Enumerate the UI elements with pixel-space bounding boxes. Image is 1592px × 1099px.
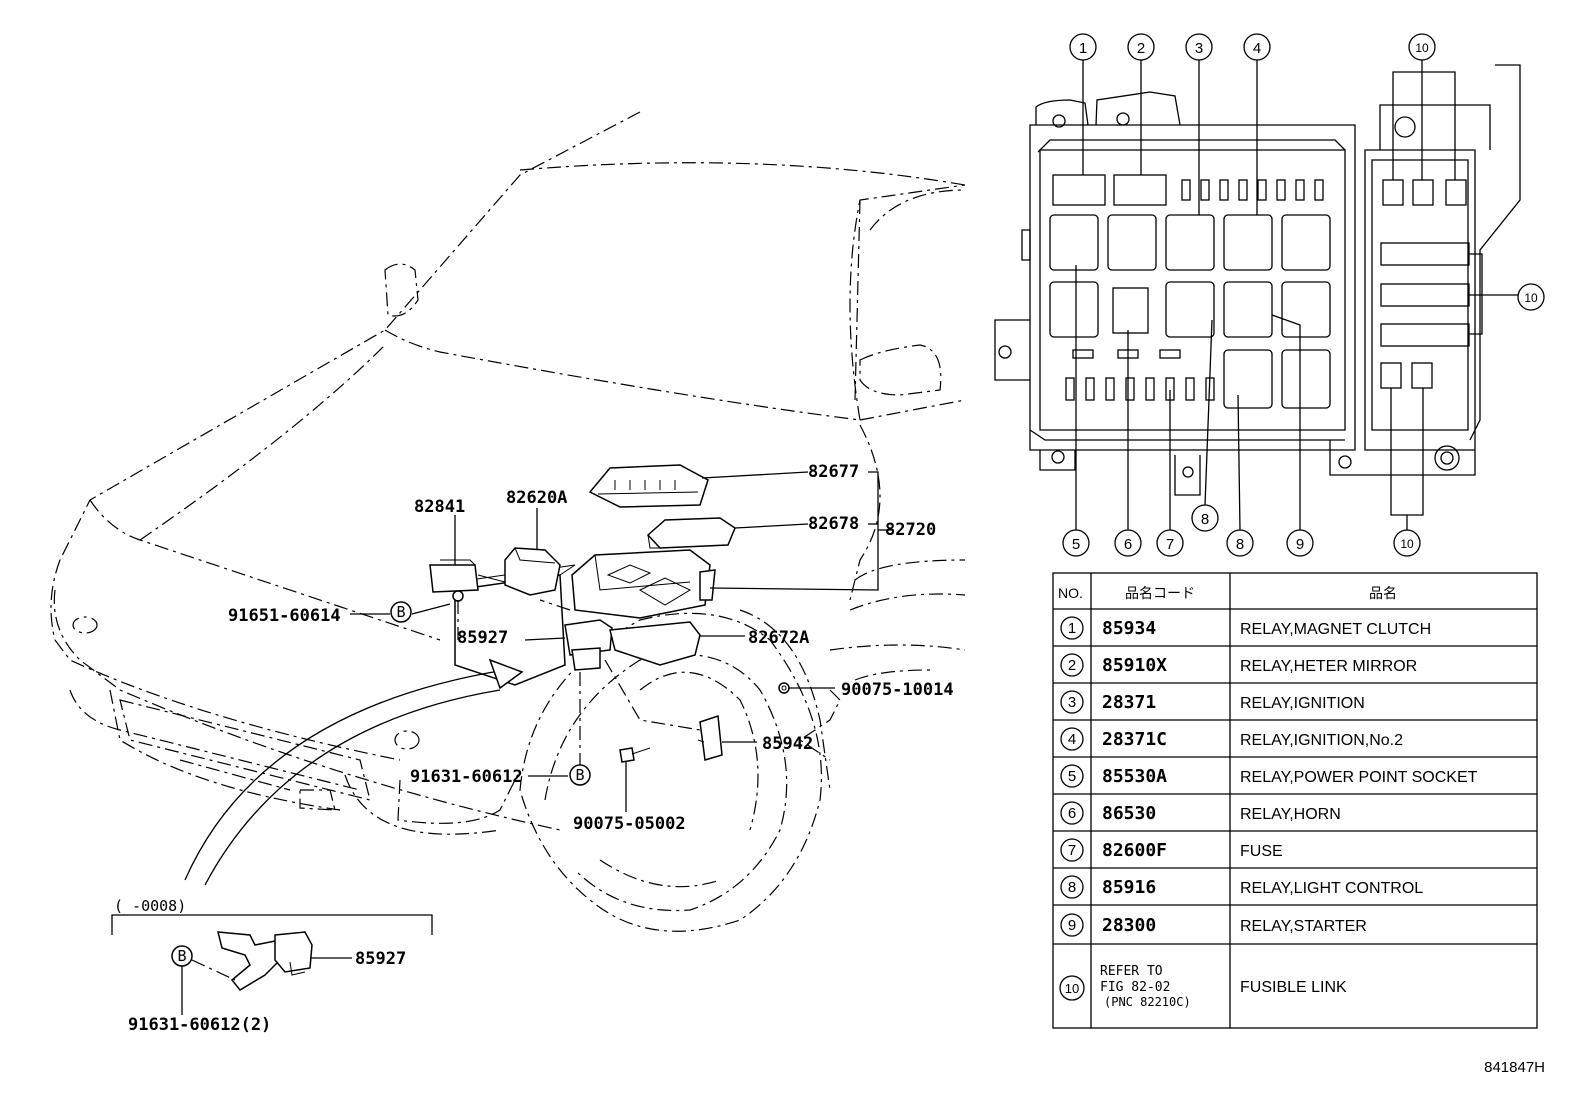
inset-label-85927: 85927 bbox=[355, 949, 406, 969]
bracket-82620A bbox=[504, 547, 561, 596]
label-82672A: 82672A bbox=[748, 628, 809, 648]
row-6-no: 6 bbox=[1068, 805, 1076, 822]
box-num-8-mid: 8 bbox=[1201, 511, 1209, 528]
row-2-name: RELAY,HETER MIRROR bbox=[1240, 658, 1417, 675]
row-10-code-line-1: REFER TO bbox=[1100, 964, 1163, 979]
engine-parts bbox=[184, 464, 790, 886]
row-1-no: 1 bbox=[1068, 620, 1076, 637]
row-9-no: 9 bbox=[1068, 917, 1076, 934]
box-num-1: 1 bbox=[1079, 40, 1087, 57]
row-3-code: 28371 bbox=[1102, 692, 1156, 713]
box-num-10-bottom: 10 bbox=[1400, 537, 1414, 551]
row-7-code: 82600F bbox=[1102, 840, 1167, 861]
relay-85942 bbox=[699, 714, 723, 761]
label-85927: 85927 bbox=[457, 628, 508, 648]
box-num-10-top: 10 bbox=[1415, 41, 1429, 55]
relay-82841 bbox=[429, 564, 479, 593]
box-num-9: 9 bbox=[1296, 536, 1304, 553]
row-3-name: RELAY,IGNITION bbox=[1240, 695, 1365, 712]
label-82841: 82841 bbox=[414, 497, 465, 517]
label-82678: 82678 bbox=[808, 514, 859, 534]
row-1-name: RELAY,MAGNET CLUTCH bbox=[1240, 621, 1431, 638]
label-90075-05002: 90075-05002 bbox=[573, 814, 686, 834]
cover-82677 bbox=[588, 464, 709, 508]
row-5-name: RELAY,POWER POINT SOCKET bbox=[1240, 769, 1478, 786]
row-10-code-line-3: (PNC 82210C) bbox=[1104, 995, 1191, 1009]
label-91651-60614: 91651-60614 bbox=[228, 606, 341, 626]
inset-label-91631: 91631-60612(2) bbox=[128, 1015, 271, 1035]
inset-variant: ( -0008) B 85927 91631-60612(2) bbox=[111, 897, 433, 1035]
callout-leaders bbox=[350, 471, 893, 812]
row-4-no: 4 bbox=[1068, 731, 1076, 748]
box-numbers-bottom: 5 6 7 8 9 10 8 10 bbox=[1062, 283, 1545, 557]
cover-82678 bbox=[646, 517, 736, 549]
table-header-no: NO. bbox=[1058, 585, 1083, 601]
row-3-no: 3 bbox=[1068, 694, 1076, 711]
box-numbers-top: 1 2 3 4 10 bbox=[1069, 33, 1436, 61]
marker-b-2: B bbox=[575, 766, 584, 784]
row-8-no: 8 bbox=[1068, 879, 1076, 896]
parts-table: NO. 品名コード 品名 1 85934 RELAY,MAGNET CLUTCH… bbox=[1052, 572, 1538, 1029]
row-10-no: 10 bbox=[1065, 981, 1079, 996]
label-90075-10014: 90075-10014 bbox=[841, 680, 954, 700]
row-2-code: 85910X bbox=[1102, 655, 1167, 676]
vehicle-outline bbox=[50, 111, 966, 932]
row-10-code-line-2: FIG 82-02 bbox=[1100, 980, 1170, 995]
box-num-7: 7 bbox=[1166, 536, 1174, 553]
relay-block-82720 bbox=[571, 549, 711, 619]
relay-85927 bbox=[564, 619, 613, 656]
row-4-name: RELAY,IGNITION,No.2 bbox=[1240, 732, 1403, 749]
row-8-name: RELAY,LIGHT CONTROL bbox=[1240, 880, 1423, 897]
label-91631-60612: 91631-60612 bbox=[410, 767, 523, 787]
label-82720: 82720 bbox=[885, 520, 936, 540]
marker-b-1: B bbox=[396, 603, 405, 621]
table-header-code: 品名コード bbox=[1125, 585, 1195, 601]
box-num-2: 2 bbox=[1137, 40, 1145, 57]
row-9-name: RELAY,STARTER bbox=[1240, 918, 1367, 935]
box-num-5: 5 bbox=[1072, 536, 1080, 553]
relay-box-diagram: 1 2 3 4 10 5 6 7 8 9 10 8 10 bbox=[994, 33, 1545, 557]
box-82672A bbox=[609, 621, 701, 666]
label-82677: 82677 bbox=[808, 462, 859, 482]
row-8-code: 85916 bbox=[1102, 877, 1156, 898]
box-num-3: 3 bbox=[1195, 40, 1203, 57]
row-10-name: FUSIBLE LINK bbox=[1240, 979, 1347, 996]
row-1-code: 85934 bbox=[1102, 618, 1156, 639]
box-num-6: 6 bbox=[1124, 536, 1132, 553]
callout-labels: 82841 82620A 82677 82678 82720 91651-606… bbox=[228, 462, 954, 834]
label-82620A: 82620A bbox=[506, 488, 567, 508]
row-4-code: 28371C bbox=[1102, 729, 1167, 750]
row-9-code: 28300 bbox=[1102, 915, 1156, 936]
row-5-no: 5 bbox=[1068, 768, 1076, 785]
diagram-id: 841847H bbox=[1484, 1059, 1545, 1076]
inset-range: ( -0008) bbox=[114, 897, 186, 915]
box-num-8: 8 bbox=[1236, 536, 1244, 553]
box-num-4: 4 bbox=[1253, 40, 1261, 57]
row-6-name: RELAY,HORN bbox=[1240, 806, 1341, 823]
row-7-name: FUSE bbox=[1240, 843, 1283, 860]
row-5-code: 85530A bbox=[1102, 766, 1167, 787]
table-header-name: 品名 bbox=[1369, 585, 1397, 601]
row-6-code: 86530 bbox=[1102, 803, 1156, 824]
row-7-no: 7 bbox=[1068, 842, 1076, 859]
box-num-10-right: 10 bbox=[1524, 291, 1538, 305]
label-85942: 85942 bbox=[762, 734, 813, 754]
row-2-no: 2 bbox=[1068, 657, 1076, 674]
inset-marker-b: B bbox=[177, 947, 186, 965]
b-markers: B B bbox=[390, 601, 591, 786]
